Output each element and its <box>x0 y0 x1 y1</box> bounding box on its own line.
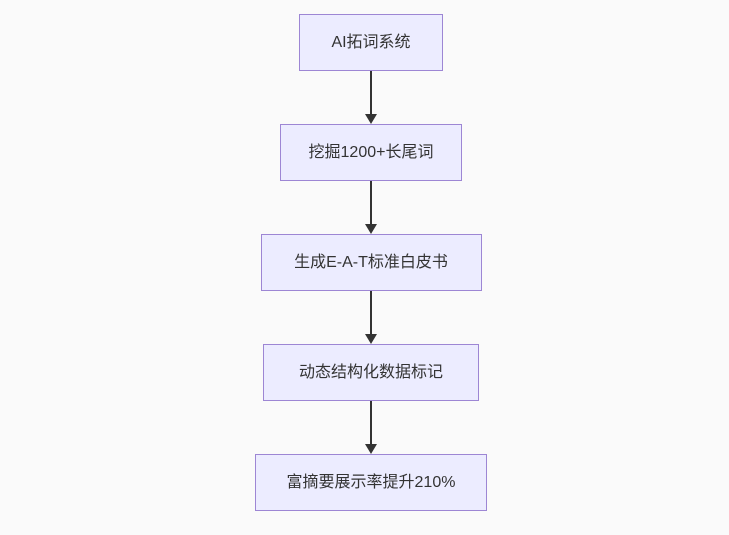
arrow-head-icon <box>365 224 377 234</box>
flow-node-longtail-mining: 挖掘1200+长尾词 <box>279 124 463 181</box>
arrow-line <box>370 401 372 445</box>
flow-node-eat-whitepaper: 生成E-A-T标准白皮书 <box>260 234 482 291</box>
flowchart: AI拓词系统 挖掘1200+长尾词 生成E-A-T标准白皮书 动态结构化数据标记… <box>255 14 487 511</box>
arrow-connector-4 <box>365 401 377 454</box>
arrow-line <box>370 291 372 335</box>
arrow-connector-2 <box>365 181 377 234</box>
arrow-head-icon <box>365 334 377 344</box>
arrow-head-icon <box>365 114 377 124</box>
flow-node-structured-data-markup: 动态结构化数据标记 <box>263 344 479 401</box>
arrow-line <box>370 181 372 225</box>
arrow-connector-1 <box>365 71 377 124</box>
flow-node-rich-snippet-result: 富摘要展示率提升210% <box>255 454 487 511</box>
arrow-head-icon <box>365 444 377 454</box>
arrow-connector-3 <box>365 291 377 344</box>
flow-node-ai-word-expansion: AI拓词系统 <box>299 14 443 71</box>
arrow-line <box>370 71 372 115</box>
